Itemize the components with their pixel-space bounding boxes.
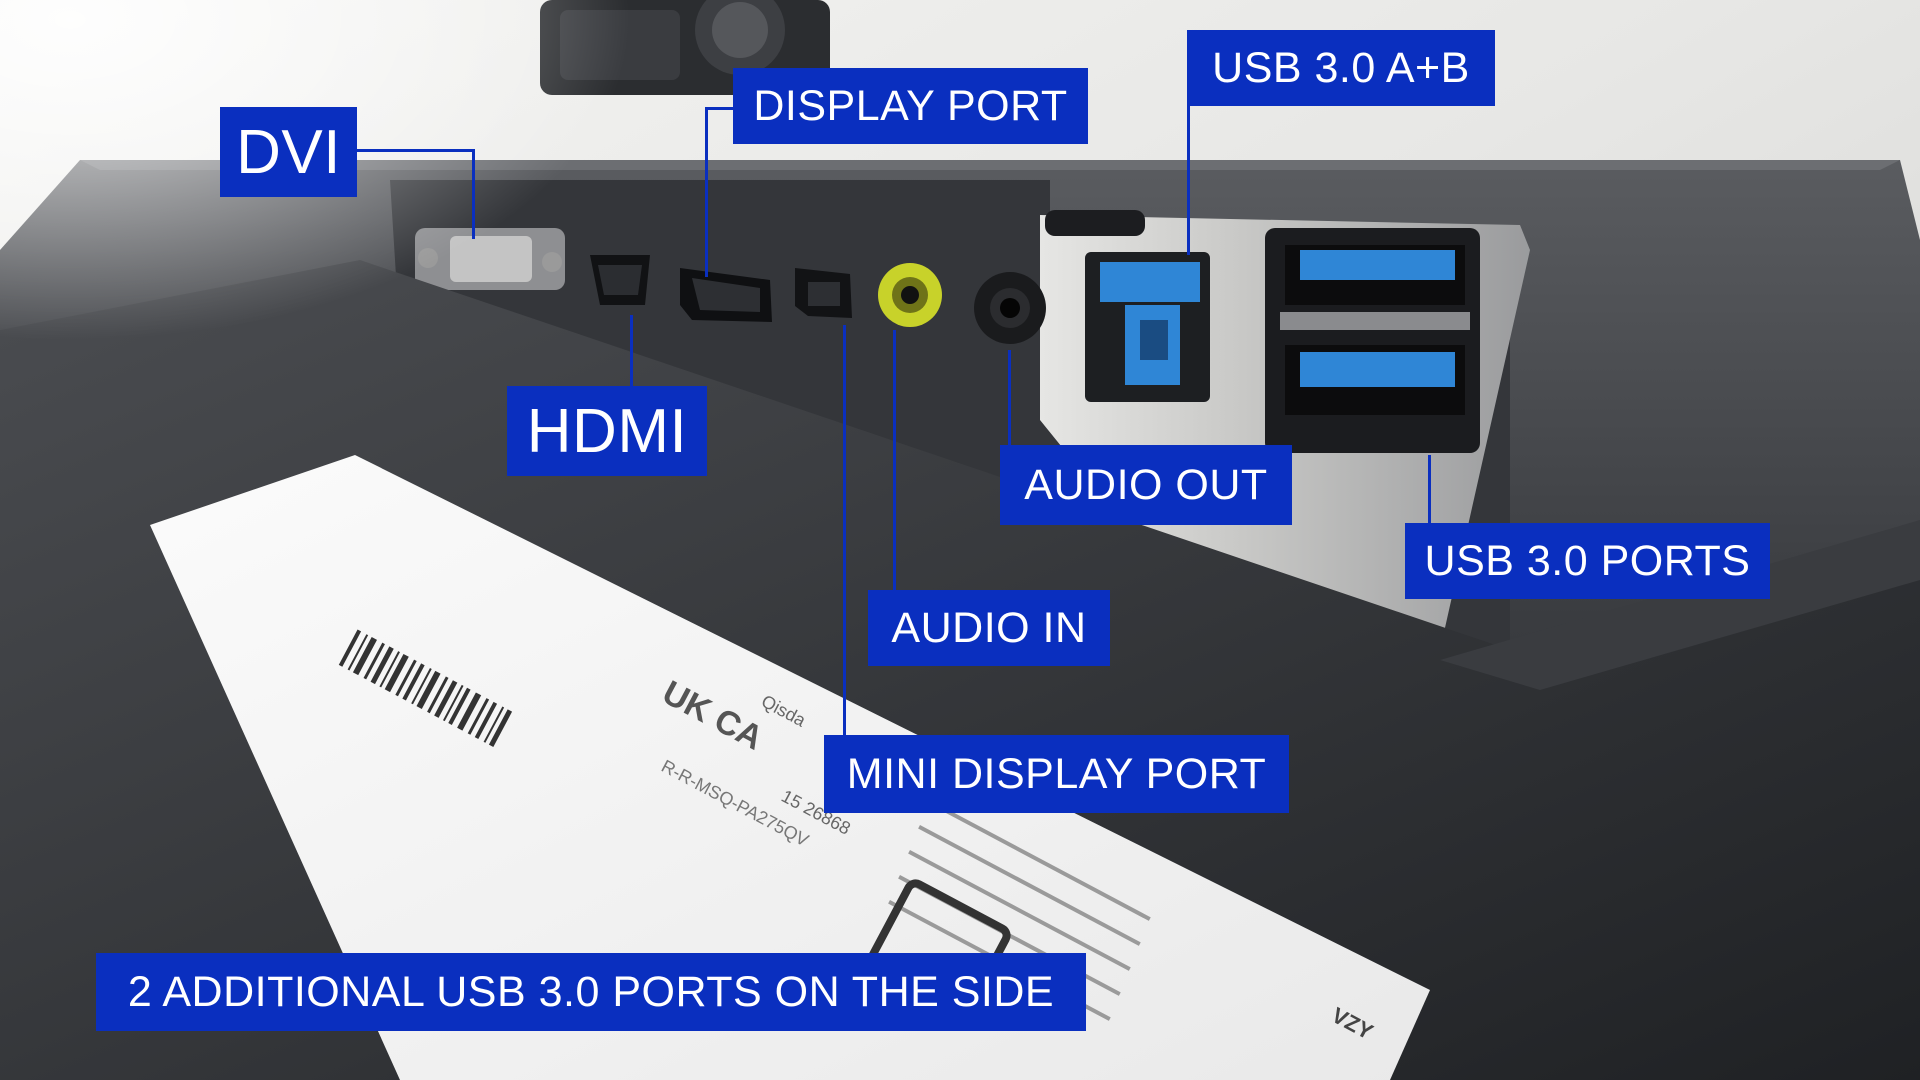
mini-dp-leader [843,325,846,735]
audio-in-leader [893,330,896,592]
display-port-leader [705,107,735,110]
mini-displayport-port [795,268,852,318]
usb-ports-label: USB 3.0 PORTS [1405,523,1770,599]
barcode [338,629,513,748]
audio-in-jack [878,263,942,327]
audio-out-jack [974,272,1046,344]
usb-a-b-port [1085,252,1210,402]
dvi-label: DVI [220,107,357,197]
dvi-leader [355,149,475,152]
hdmi-label: HDMI [507,386,707,476]
dvi-leader-v [472,149,475,239]
displayport-port [680,268,772,322]
display-port-label: DISPLAY PORT [733,68,1088,144]
hdmi-leader [630,315,633,390]
display-port-leader-v [705,107,708,277]
usb-3-ports [1265,228,1480,453]
usb-a-b-label: USB 3.0 A+B [1187,30,1495,106]
mini-display-port-label: MINI DISPLAY PORT [824,735,1289,813]
compliance-sticker: UK CA Qisda R-R-MSQ-PA275QV 15 26868 VZY [150,455,1430,1080]
audio-in-label: AUDIO IN [868,590,1110,666]
usb-ab-leader [1187,105,1190,255]
audio-out-leader [1008,350,1011,445]
audio-out-label: AUDIO OUT [1000,445,1292,525]
usb-ports-leader [1428,455,1431,525]
side-usb-note: 2 ADDITIONAL USB 3.0 PORTS ON THE SIDE [96,953,1086,1031]
